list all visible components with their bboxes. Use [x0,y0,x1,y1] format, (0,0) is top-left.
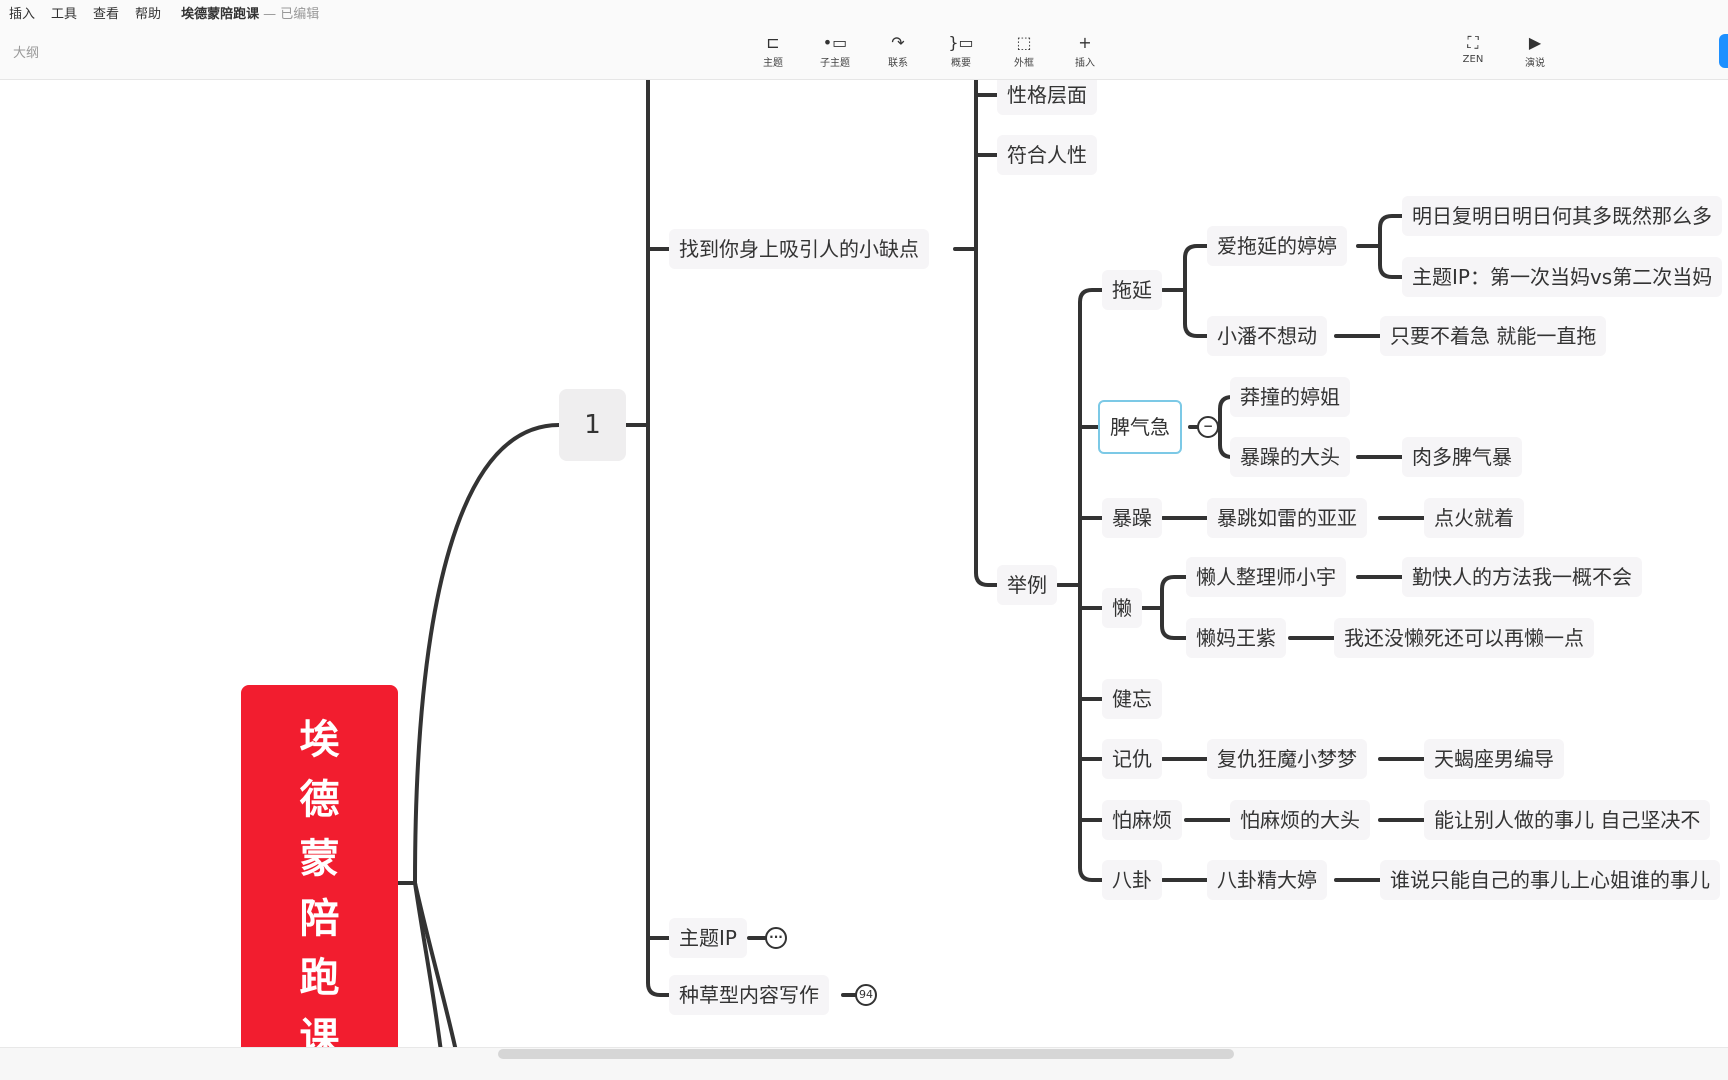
topic-gossip-ting[interactable]: 八卦精大婷 [1207,860,1327,900]
topic-ignite[interactable]: 点火就着 [1424,498,1524,538]
collapsed-count-badge[interactable]: 94 [855,984,877,1006]
topic-gossip[interactable]: 八卦 [1102,860,1162,900]
topic-trouble[interactable]: 怕麻烦 [1102,800,1182,840]
topic-mengmeng[interactable]: 复仇狂魔小梦梦 [1207,739,1367,779]
topic-tingting[interactable]: 爱拖延的婷婷 [1207,226,1347,266]
topic-no-hurry[interactable]: 只要不着急 就能一直拖 [1380,316,1607,356]
topic-others-do[interactable]: 能让别人做的事儿 自己坚决不 [1424,800,1711,840]
present-label: 演说 [1525,58,1545,69]
toolbar: 大纲 ⊏ 主题 •▭ 子主题 ↷ 联系 }▭ 概要 ⬚ 外框 + 插入 ⛶ ZEN ▶ 演说 [0,24,1728,80]
subtopic-label: 子主题 [820,58,850,69]
topic-wangzi[interactable]: 懒妈王紫 [1186,618,1286,658]
root-char: 跑 [299,955,340,1001]
topic-grumpy-bighead[interactable]: 暴躁的大头 [1230,437,1350,477]
spine-tingting [1356,214,1404,279]
topic-yaya[interactable]: 暴跳如雷的亚亚 [1207,498,1367,538]
play-icon: ▶ [1528,33,1542,52]
subtopic-icon: •▭ [822,33,848,52]
topic-lazy[interactable]: 懒 [1102,588,1142,628]
spine-find [953,80,999,587]
subtopic-button[interactable]: •▭ 子主题 [810,32,860,69]
root-char: 埃 [299,717,340,763]
spine-1 [624,80,671,997]
topic-xiaoyu[interactable]: 懒人整理师小宇 [1186,557,1346,597]
topic-reckless[interactable]: 莽撞的婷姐 [1230,377,1350,417]
insert-label: 插入 [1075,58,1095,69]
topic-examples[interactable]: 举例 [997,565,1057,605]
connector-lines [396,80,1426,1047]
topic-not-dead[interactable]: 我还没懒死还可以再懒一点 [1334,618,1594,658]
menu-view[interactable]: 查看 [93,6,120,22]
topic-find-flaws[interactable]: 找到你身上吸引人的小缺点 [669,229,929,269]
outline-button[interactable]: 大纲 [13,46,40,61]
topic-procrastinate[interactable]: 拖延 [1102,270,1162,310]
document-title: 埃德蒙陪跑课 [181,6,260,22]
root-char: 蒙 [299,836,340,882]
topic-irritable[interactable]: 暴躁 [1102,498,1162,538]
topic-ip-mom[interactable]: 主题IP：第一次当妈vs第二次当妈 [1402,257,1723,297]
menu-help[interactable]: 帮助 [135,6,162,22]
relationship-button[interactable]: ↷ 联系 [873,32,923,69]
root-connector [396,423,561,885]
spine-procrastinate [1161,244,1209,338]
insert-button[interactable]: + 插入 [1060,32,1110,69]
scrollbar-thumb[interactable] [498,1049,1234,1059]
boundary-icon: ⬚ [1016,33,1032,52]
summary-button[interactable]: }▭ 概要 [936,32,986,69]
zen-label: ZEN [1462,54,1484,65]
topic-human-nature[interactable]: 符合人性 [997,135,1097,175]
topic-button[interactable]: ⊏ 主题 [748,32,798,69]
summary-icon: }▭ [948,33,974,52]
topic-grudge[interactable]: 记仇 [1102,739,1162,779]
topic-ip[interactable]: 主题IP [669,918,747,958]
root-char: 课 [299,1014,340,1048]
spine-temper [1188,395,1404,459]
topic-seeding-writing[interactable]: 种草型内容写作 [669,975,829,1015]
share-button[interactable] [1719,34,1728,68]
collapsed-more-icon[interactable]: ··· [765,927,787,949]
boundary-label: 外框 [1014,58,1034,69]
root-topic[interactable]: 埃 德 蒙 陪 跑 课 [241,685,398,1047]
topic-tomorrow[interactable]: 明日复明日明日何其多既然那么多 [1402,196,1722,236]
zen-button[interactable]: ⛶ ZEN [1448,32,1498,65]
collapse-minus-icon[interactable]: − [1197,416,1219,438]
topic-trouble-bighead[interactable]: 怕麻烦的大头 [1230,800,1370,840]
spine-lazy [1140,575,1404,640]
spine-examples [1056,288,1104,882]
menu-tools[interactable]: 工具 [51,6,78,22]
fullscreen-icon: ⛶ [1467,33,1479,52]
topic-xiaopan[interactable]: 小潘不想动 [1207,316,1327,356]
root-char: 德 [299,776,340,823]
topic-who-says[interactable]: 谁说只能自己的事儿上心姐谁的事儿 [1380,860,1720,900]
topic-scorpio[interactable]: 天蝎座男编导 [1424,739,1564,779]
present-button[interactable]: ▶ 演说 [1510,32,1560,69]
menu-bar: 插入 工具 查看 帮助 埃德蒙陪跑课 — 已编辑 [0,0,1728,24]
topic-personality[interactable]: 性格层面 [997,80,1097,115]
mindmap-canvas[interactable]: 埃 德 蒙 陪 跑 课 1 找到你身上吸引人的小缺点 性格层面 符合人性 举例 … [0,80,1728,1047]
topic-diligent[interactable]: 勤快人的方法我一概不会 [1402,557,1642,597]
relationship-icon: ↷ [891,33,905,52]
topic-1[interactable]: 1 [559,389,626,461]
boundary-button[interactable]: ⬚ 外框 [999,32,1049,69]
horizontal-scrollbar[interactable] [0,1047,1728,1080]
root-connector-down-2 [413,881,458,1047]
menu-insert[interactable]: 插入 [9,6,36,22]
save-status: — 已编辑 [263,6,320,22]
topic-forgetful[interactable]: 健忘 [1102,679,1162,719]
root-char: 陪 [299,895,340,942]
summary-label: 概要 [951,58,971,69]
topic-label: 主题 [763,58,783,69]
plus-icon: + [1078,33,1092,52]
topic-fat-temper[interactable]: 肉多脾气暴 [1402,437,1522,477]
topic-temper-selected[interactable]: 脾气急 [1098,400,1182,454]
topic-icon: ⊏ [766,33,780,52]
relationship-label: 联系 [888,58,908,69]
